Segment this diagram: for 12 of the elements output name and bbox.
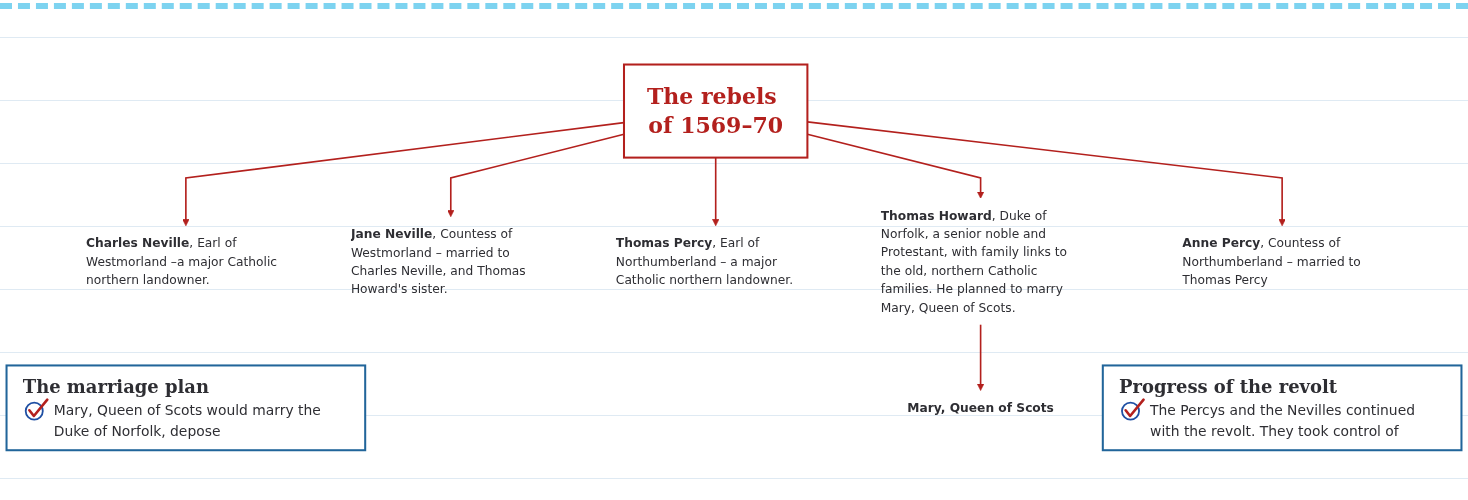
node-box: The rebels of 1569–70 xyxy=(623,63,809,159)
node-text: Mary, Queen of Scots xyxy=(907,399,1054,415)
node-text: Charles Neville, Earl of Westmorland –a major Catholic northern landowner. xyxy=(86,235,278,287)
arrow xyxy=(977,323,985,391)
arrow xyxy=(447,133,625,217)
node-text: Thomas Howard, Duke of Norfolk, a senior noble and Protestant, with family links to the old, northern Catholic families. He planned to marry Mary, Queen of Scots. xyxy=(880,207,1068,315)
node-text: Jane Neville, Countess of Westmorland – married to Charles Neville, and Thomas Howard's sister. xyxy=(350,226,526,296)
node-box: The marriage plan Mary, Queen of Scots would marry the Duke of Norfolk, depose xyxy=(5,364,367,451)
node-box: Progress of the revolt The Percys and the Nevilles continued with the revolt. They took control of xyxy=(1101,364,1463,451)
node-text: Anne Percy, Countess of Northumberland – married to Thomas Percy xyxy=(1182,235,1361,287)
node-text: Thomas Percy, Earl of Northumberland – a major Catholic northern landowner. xyxy=(615,235,794,287)
arrow xyxy=(182,121,625,226)
